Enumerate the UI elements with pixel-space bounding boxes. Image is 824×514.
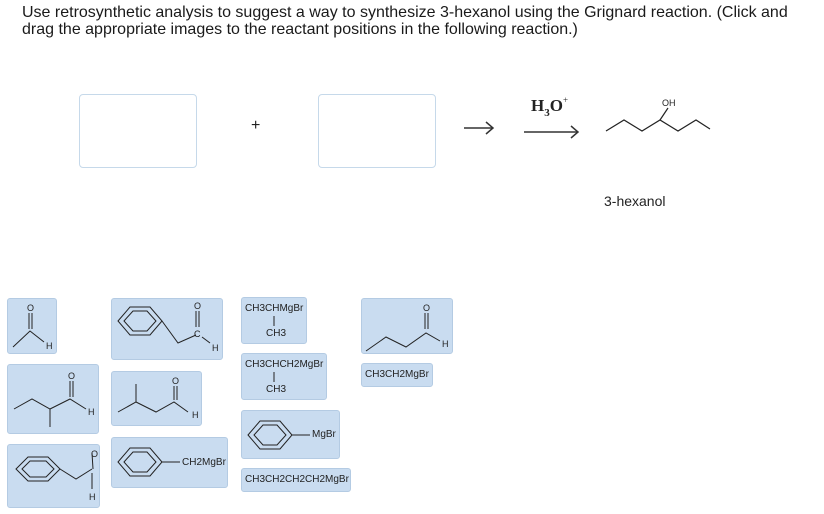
card-isobutanal-h: H [192, 410, 199, 420]
reagent-o: O [549, 96, 563, 115]
product-structure: OH [605, 98, 711, 132]
card-isobutanal[interactable]: O H [111, 371, 202, 426]
reactant-drop-zone-1[interactable] [79, 94, 197, 168]
card-acetaldehyde-h: H [46, 341, 53, 351]
card-propanal-o: O [423, 303, 430, 313]
card-methylbutanal-h: H [88, 407, 95, 417]
card-benzaldehyde-h: H [89, 492, 96, 502]
reagent-arrow-icon [524, 125, 580, 139]
card-sec-butylmagnesium-line1: CH3CHCH2MgBr [245, 359, 324, 370]
card-phenylacetaldehyde[interactable]: O C H [111, 298, 223, 360]
card-butylmagnesium[interactable]: CH3CH2CH2CH2MgBr [241, 468, 351, 492]
instructions-text: Use retrosynthetic analysis to suggest a… [22, 4, 788, 38]
card-ethylmagnesium-label: CH3CH2MgBr [365, 369, 429, 380]
card-acetaldehyde[interactable]: O H [7, 298, 57, 354]
card-methylbutanal[interactable]: O H [7, 364, 99, 434]
card-sec-butylmagnesium[interactable]: CH3CHCH2MgBr CH3 [241, 353, 327, 400]
card-methylbutanal-o: O [68, 371, 75, 381]
plus-sign: + [251, 117, 261, 134]
reagent-h: H [531, 96, 545, 115]
card-isopropylmagnesium-line2: CH3 [266, 328, 287, 339]
card-benzylmagnesium-label: CH2MgBr [182, 457, 226, 468]
reaction-arrow-icon [464, 121, 495, 135]
card-benzaldehyde[interactable]: O H [7, 444, 100, 508]
card-phenylacetaldehyde-h: H [212, 343, 219, 353]
card-phenylacetaldehyde-o: O [194, 301, 201, 311]
reagent-superscript: + [562, 95, 569, 105]
card-isopropylmagnesium[interactable]: CH3CHMgBr CH3 [241, 297, 307, 344]
card-benzaldehyde-o: O [91, 449, 98, 459]
card-ethylmagnesium[interactable]: CH3CH2MgBr [361, 363, 433, 387]
card-phenylacetaldehyde-c: C [194, 329, 201, 339]
reagent-label: H3O+ [531, 95, 569, 119]
product-name: 3-hexanol [604, 193, 666, 209]
card-isobutanal-o: O [172, 376, 179, 386]
card-sec-butylmagnesium-line2: CH3 [266, 384, 287, 395]
card-butylmagnesium-label: CH3CH2CH2CH2MgBr [245, 474, 349, 485]
reagent-subscript: 3 [544, 107, 550, 119]
reactant-drop-zone-2[interactable] [318, 94, 436, 168]
card-phenylmagnesium[interactable]: MgBr [241, 410, 340, 459]
card-benzylmagnesium[interactable]: CH2MgBr [111, 437, 228, 488]
card-propanal[interactable]: O H [361, 298, 453, 354]
card-isopropylmagnesium-line1: CH3CHMgBr [245, 303, 304, 314]
card-phenylmagnesium-label: MgBr [312, 429, 336, 440]
card-acetaldehyde-o: O [27, 303, 34, 313]
product-oh-label: OH [662, 98, 676, 108]
card-propanal-h: H [442, 339, 449, 349]
